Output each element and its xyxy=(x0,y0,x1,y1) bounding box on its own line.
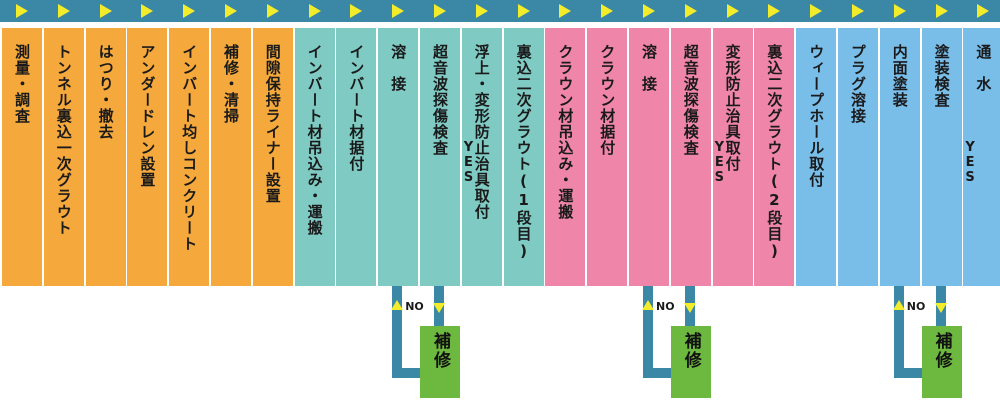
process-step-label: 変形防止治具取付 xyxy=(723,44,742,172)
loop-connector xyxy=(893,286,904,376)
flow-arrow-icon xyxy=(517,4,530,18)
loop-connector xyxy=(643,368,681,378)
process-step: 内面塗装 xyxy=(879,28,920,286)
process-step-label: インバート材吊込み・運搬 xyxy=(305,44,324,236)
process-step: アンダードレン設置 xyxy=(127,28,168,286)
process-step: 溶 接 xyxy=(378,28,419,286)
repair-box: 補修 xyxy=(921,326,962,398)
repair-label: 補修 xyxy=(680,332,701,370)
process-step-label: アンダードレン設置 xyxy=(138,44,157,188)
process-step: 間隙保持ライナー設置 xyxy=(252,28,293,286)
flow-arrow-icon xyxy=(893,4,906,18)
flow-arrow-icon xyxy=(392,4,405,18)
repair-label: 補修 xyxy=(931,332,952,370)
up-arrow-icon xyxy=(892,300,905,310)
flow-arrow-icon xyxy=(559,4,572,18)
process-step: プラグ溶接 xyxy=(838,28,878,286)
loop-connector xyxy=(392,368,430,378)
flow-header-bar xyxy=(0,0,1000,22)
process-step-label: クラウン材据付 xyxy=(598,44,617,156)
process-step-label: プラグ溶接 xyxy=(849,44,867,124)
yes-label: YES xyxy=(711,140,727,185)
flow-arrow-icon xyxy=(810,4,823,18)
no-label: NO xyxy=(656,300,675,313)
flow-arrow-icon xyxy=(308,4,321,18)
flow-arrow-icon xyxy=(266,4,279,18)
process-step: 裏込二次グラウト(1段目) xyxy=(503,28,544,286)
loop-connector xyxy=(893,368,932,378)
flow-arrow-icon xyxy=(16,4,28,18)
down-arrow-icon xyxy=(683,303,696,313)
process-step: インバート材据付 xyxy=(336,28,377,286)
process-step-label: クラウン材吊込み・運搬 xyxy=(556,44,575,220)
flow-arrow-icon xyxy=(183,4,196,18)
flow-arrow-icon xyxy=(768,4,781,18)
process-step-label: 裏込二次グラウト(2段目) xyxy=(765,44,784,261)
process-step-label: 超音波探傷検査 xyxy=(431,44,449,156)
process-step-label: 間隙保持ライナー設置 xyxy=(263,44,282,204)
up-arrow-icon xyxy=(391,300,404,310)
loop-connector xyxy=(392,286,403,376)
flow-arrow-icon xyxy=(57,4,70,18)
process-step: 塗装検査 xyxy=(921,28,962,286)
process-step: インバート均しコンクリート xyxy=(169,28,210,286)
flow-arrow-icon xyxy=(726,4,739,18)
flow-arrow-icon xyxy=(601,4,614,18)
process-step-label: インバート均しコンクリート xyxy=(180,44,199,252)
flow-arrow-icon xyxy=(350,4,363,18)
process-step-label: 浮上・変形防止治具取付 xyxy=(472,44,491,220)
process-step-label: ウィープホール取付 xyxy=(807,44,826,188)
process-step-label: 超音波探傷検査 xyxy=(681,44,700,156)
flow-arrow-icon xyxy=(99,4,112,18)
no-label: NO xyxy=(906,300,926,313)
flow-arrow-icon xyxy=(475,4,488,18)
yes-label: YES xyxy=(962,140,978,185)
process-step: クラウン材据付 xyxy=(587,28,628,286)
process-step-label: 裏込二次グラウト(1段目) xyxy=(514,44,533,261)
process-step-label: インバート材据付 xyxy=(347,44,366,172)
process-step: ウィープホール取付 xyxy=(796,28,837,286)
repair-label: 補修 xyxy=(430,332,450,370)
process-step: 補修・清掃 xyxy=(211,28,251,286)
process-step: クラウン材吊込み・運搬 xyxy=(545,28,586,286)
flow-arrow-icon xyxy=(643,4,655,18)
loop-connector xyxy=(643,286,653,376)
process-step-label: はつり・撤去 xyxy=(96,44,115,140)
flow-arrow-icon xyxy=(935,4,948,18)
process-step-label: 溶 接 xyxy=(389,44,408,92)
flow-arrow-icon xyxy=(225,4,237,18)
process-step: 変形防止治具取付 xyxy=(712,28,753,286)
process-step: 超音波探傷検査 xyxy=(420,28,460,286)
process-step: 溶 接 xyxy=(629,28,669,286)
process-step-label: トンネル裏込一次グラウト xyxy=(54,44,73,236)
process-step-label: 内面塗装 xyxy=(890,44,909,108)
process-step: 測量・調査 xyxy=(2,28,42,286)
process-step: 通 水 xyxy=(963,28,1000,286)
process-step: インバート材吊込み・運搬 xyxy=(294,28,335,286)
flow-arrow-icon xyxy=(141,4,154,18)
process-step-label: 補修・清掃 xyxy=(222,44,240,124)
process-step-label: 測量・調査 xyxy=(13,44,31,124)
process-step-label: 通 水 xyxy=(974,44,993,92)
flow-arrow-icon xyxy=(977,4,990,18)
process-step: はつり・撤去 xyxy=(85,28,126,286)
yes-label: YES xyxy=(461,140,476,185)
process-step: 超音波探傷検査 xyxy=(670,28,711,286)
process-step-label: 塗装検査 xyxy=(932,44,951,108)
flow-arrow-icon xyxy=(684,4,697,18)
repair-box: 補修 xyxy=(420,326,460,398)
flow-arrow-icon xyxy=(852,4,864,18)
process-step: 浮上・変形防止治具取付 xyxy=(461,28,502,286)
repair-box: 補修 xyxy=(670,326,711,398)
no-label: NO xyxy=(405,300,424,313)
up-arrow-icon xyxy=(642,300,654,310)
flow-arrow-icon xyxy=(434,4,446,18)
process-step: トンネル裏込一次グラウト xyxy=(43,28,84,286)
down-arrow-icon xyxy=(934,303,947,313)
down-arrow-icon xyxy=(433,303,445,313)
process-step-label: 溶 接 xyxy=(640,44,658,92)
process-step: 裏込二次グラウト(2段目) xyxy=(754,28,795,286)
